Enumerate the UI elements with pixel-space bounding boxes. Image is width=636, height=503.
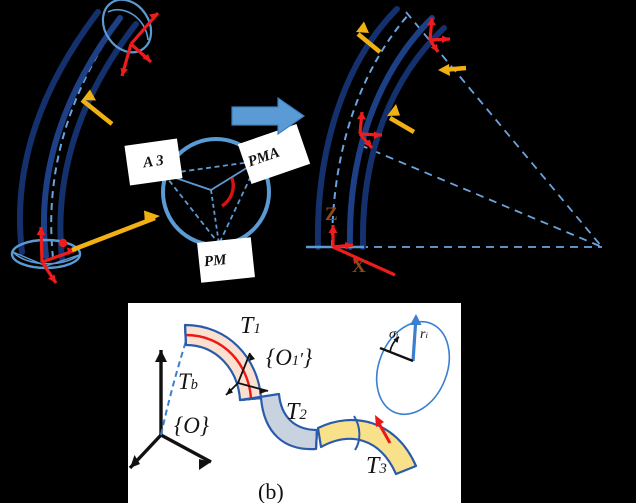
label-O-frame: {O} (174, 413, 209, 439)
label-O1-prime-frame: {O1′} (266, 345, 312, 371)
label-Tb: Tb (178, 369, 198, 395)
pma-tube-middle (40, 15, 123, 259)
panel-b: Tb {O} T1 {O1′} T2 T3 σi ri (b) (128, 303, 461, 503)
label-Tb-sub: b (190, 377, 198, 393)
cross-section-inset (375, 314, 451, 416)
inset-pointer-arrow (375, 415, 392, 444)
orange-arrow-3 (387, 104, 416, 134)
label-Tb-main: T (178, 369, 191, 394)
label-T3: T3 (366, 453, 387, 480)
radius-line-mid (359, 144, 603, 248)
pma-tube-right-middle (346, 15, 435, 250)
pma-tube-outer-left (17, 9, 101, 255)
orange-arrow-upper (80, 89, 114, 126)
red-coordinate-frame-tip (427, 17, 451, 53)
label-r-main: r (420, 327, 426, 342)
label-O1-prime: ′ (298, 349, 303, 369)
axis-label-z: Z (325, 204, 338, 226)
segment-3-body (316, 418, 418, 476)
pma-tube-inner (57, 21, 139, 262)
label-T3-sub: 3 (379, 461, 387, 477)
base-frame-axes (128, 350, 212, 470)
backbone-dashed-left (50, 21, 119, 259)
label-sigma-i: σi (389, 327, 398, 343)
panel-b-drawing (128, 314, 451, 476)
red-coordinate-frame-bottom (36, 226, 77, 284)
segment-1-base-cap (183, 324, 188, 346)
panel-a-right (306, 6, 603, 277)
triangle-edge-right (218, 160, 259, 245)
label-O1-close: } (302, 345, 313, 370)
label-T2-main: T (286, 399, 300, 425)
label-T2: T2 (286, 399, 307, 426)
label-O1-open: {O (266, 345, 292, 370)
red-angle-arc (221, 177, 235, 208)
panel-b-caption: (b) (258, 479, 284, 503)
pma-tube-right-outer (314, 6, 400, 250)
base-chord-1 (12, 251, 47, 267)
axis-label-z-text: Z (325, 204, 338, 225)
label-sigma-sub: i (395, 330, 399, 340)
red-coordinate-frame-base (328, 225, 396, 277)
orange-arrow-lower (71, 210, 160, 253)
label-T1-main: T (240, 313, 254, 339)
red-coordinate-frame-mid (357, 111, 383, 150)
label-T1: T1 (240, 313, 261, 340)
label-pma1-text: PMA (245, 144, 282, 170)
inset-ri-vector (410, 314, 422, 362)
label-T3-main: T (366, 453, 380, 479)
label-r-i: ri (420, 327, 428, 343)
label-box-pma2: PM (197, 237, 255, 283)
label-O-text: {O} (174, 413, 210, 438)
label-O1-sub: 1 (291, 353, 299, 369)
inset-baseline (379, 346, 414, 363)
label-r-sub: i (425, 330, 428, 340)
panel-b-caption-text: (b) (258, 479, 284, 503)
tip-ellipse-arc (107, 8, 149, 41)
segment-3-disc (353, 415, 361, 451)
segment-1-tip-frame (225, 352, 269, 396)
orange-arrow-1 (356, 21, 382, 54)
blue-block-arrow (231, 96, 306, 136)
red-coordinate-frame-top (120, 11, 160, 77)
axis-label-x-text: X (352, 256, 366, 277)
label-T1-sub: 1 (253, 321, 261, 337)
segment-1-centerline (185, 333, 253, 400)
pma-tube-right-inner (359, 25, 447, 250)
label-pma3-text: A 3 (142, 152, 165, 171)
label-sigma-main: σ (389, 327, 396, 342)
triangle-edge-top (163, 160, 259, 175)
dashed-radius-lines (332, 11, 603, 248)
label-T2-sub: 2 (299, 407, 307, 423)
orange-arrow-2 (438, 64, 467, 76)
base-chord-2 (45, 254, 80, 267)
axis-label-x: X (352, 256, 366, 278)
tip-ellipse (101, 0, 153, 54)
triangle-edge-left (163, 173, 220, 245)
backbone-dashed-right (331, 13, 410, 248)
label-pma2-text: PM (203, 251, 228, 270)
radius-line-upper (405, 11, 603, 248)
label-box-pma3: A 3 (124, 138, 183, 186)
spoke-to-pma2 (210, 189, 220, 245)
segment-2-tip-cap (314, 429, 319, 450)
